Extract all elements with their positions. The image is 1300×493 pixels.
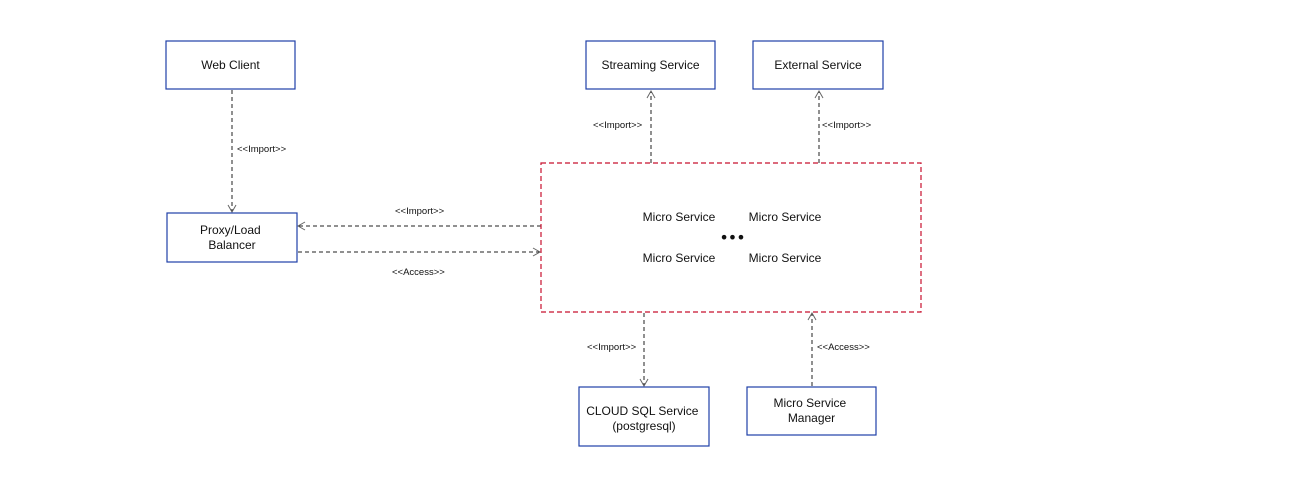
node-box bbox=[578, 386, 710, 447]
ellipsis-icon: ••• bbox=[719, 228, 744, 247]
edge-container-to-cloudsql: <<Import>> bbox=[587, 313, 649, 388]
micro-service-label: Micro Service bbox=[749, 210, 822, 224]
node-cloud-sql-service[interactable]: CLOUD SQL Service (postgresql) bbox=[578, 386, 710, 447]
edge-label-webclient-proxy: <<Import>> bbox=[237, 144, 287, 155]
node-label-line: Micro Service bbox=[773, 396, 846, 410]
node-label: Streaming Service bbox=[601, 58, 699, 72]
node-label: Proxy/Load Balancer bbox=[200, 223, 264, 252]
node-box bbox=[166, 212, 298, 263]
micro-service-label: Micro Service bbox=[643, 210, 716, 224]
node-label-line: Balancer bbox=[208, 238, 255, 252]
node-label-line: Streaming Service bbox=[601, 58, 699, 72]
node-label: CLOUD SQL Service (postgresql) bbox=[586, 404, 702, 433]
node-external-service[interactable]: External Service bbox=[752, 40, 884, 90]
node-web-client[interactable]: Web Client bbox=[165, 40, 296, 90]
edge-label-manager-container: <<Access>> bbox=[817, 342, 870, 353]
edge-manager-to-container: <<Access>> bbox=[807, 311, 870, 386]
edge-webclient-to-proxy: <<Import>> bbox=[227, 90, 287, 214]
node-streaming-service[interactable]: Streaming Service bbox=[585, 40, 716, 90]
node-proxy-load-balancer[interactable]: Proxy/Load Balancer bbox=[166, 212, 298, 263]
edge-container-to-streaming: <<Import>> bbox=[593, 89, 656, 163]
node-label: External Service bbox=[774, 58, 862, 72]
edge-label-proxy-container: <<Access>> bbox=[392, 267, 445, 278]
micro-service-label: Micro Service bbox=[643, 251, 716, 265]
edge-label-container-streaming: <<Import>> bbox=[593, 120, 643, 131]
node-micro-service-manager[interactable]: Micro Service Manager bbox=[746, 386, 877, 436]
node-label-line: Proxy/Load bbox=[200, 223, 261, 237]
node-box bbox=[752, 40, 884, 90]
node-label-line: Web Client bbox=[201, 58, 260, 72]
node-box bbox=[585, 40, 716, 90]
node-label-line: Manager bbox=[788, 411, 835, 425]
node-label: Web Client bbox=[201, 58, 260, 72]
microservice-container[interactable]: Micro Service Micro Service Micro Servic… bbox=[540, 162, 922, 313]
micro-service-label: Micro Service bbox=[749, 251, 822, 265]
edge-container-to-proxy: <<Import>> bbox=[296, 206, 541, 231]
edge-label-container-external: <<Import>> bbox=[822, 120, 872, 131]
edge-container-to-external: <<Import>> bbox=[814, 89, 872, 163]
edge-label-container-proxy: <<Import>> bbox=[395, 206, 445, 217]
node-box bbox=[165, 40, 296, 90]
node-label: Micro Service Manager bbox=[773, 396, 849, 425]
node-label-line: CLOUD SQL Service bbox=[586, 404, 699, 418]
edge-proxy-to-container: <<Access>> bbox=[298, 247, 542, 278]
edge-label-container-cloudsql: <<Import>> bbox=[587, 342, 637, 353]
node-box bbox=[746, 386, 877, 436]
node-label-line: (postgresql) bbox=[612, 419, 675, 433]
node-label-line: External Service bbox=[774, 58, 862, 72]
